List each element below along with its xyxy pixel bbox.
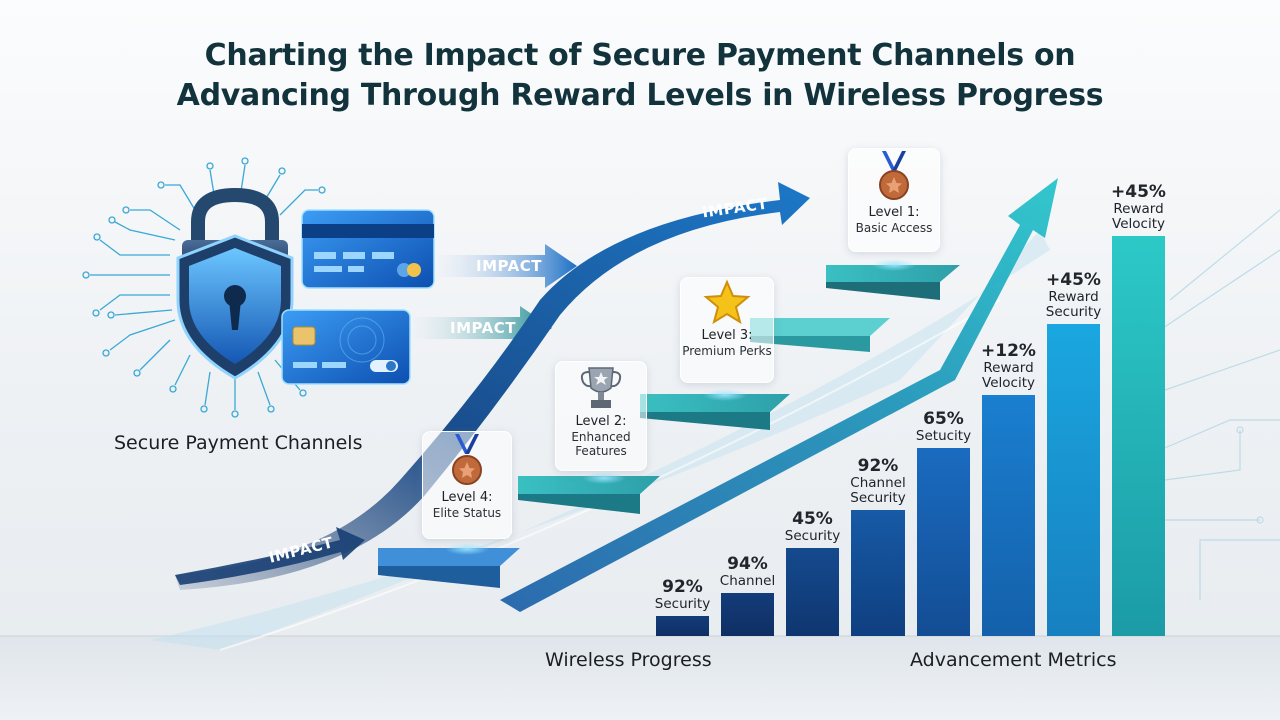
level-3-name: Level 3:	[701, 328, 753, 343]
circuit-lines-right	[1159, 209, 1280, 600]
bar-name: Channel	[719, 573, 776, 589]
stair-steps	[378, 265, 960, 588]
bar-name: Security	[654, 596, 711, 612]
metric-bar-5	[917, 448, 970, 636]
metric-bar-3	[786, 548, 839, 636]
impact-curve-arrow	[175, 182, 810, 590]
impact-arrow-1	[438, 244, 577, 288]
x-label-left: Wireless Progress	[545, 649, 712, 671]
bronze-medal-icon	[452, 434, 482, 485]
metric-bar-1	[656, 616, 709, 636]
impact-label-2: IMPACT	[450, 319, 516, 337]
bar-label-3: 45%Security	[773, 510, 853, 544]
bar-value: +45%	[1111, 182, 1166, 202]
bar-name: Security	[784, 528, 841, 544]
level-card-4: Level 4: Elite Status	[422, 431, 512, 539]
floor	[0, 636, 1280, 720]
padlock-shield-icon	[176, 187, 294, 380]
bar-name: Reward	[1048, 289, 1099, 305]
x-label-right: Advancement Metrics	[910, 649, 1117, 671]
bar-value: 94%	[727, 554, 768, 574]
level-1-desc: Basic Access	[855, 221, 933, 235]
impact-arrow-3	[175, 527, 365, 585]
bar-value: +45%	[1046, 270, 1101, 290]
metric-bar-8	[1112, 236, 1165, 636]
bar-value: +12%	[981, 341, 1036, 361]
bar-name-line2: Velocity	[982, 375, 1035, 391]
impact-label-1: IMPACT	[476, 257, 542, 275]
trophy-icon	[580, 367, 622, 408]
level-2-desc-line1: Enhanced	[571, 430, 631, 444]
title-line-1: Charting the Impact of Secure Payment Ch…	[204, 38, 1076, 73]
bar-label-2: 94%Channel	[708, 555, 788, 589]
bar-name: Reward	[1113, 201, 1164, 217]
metric-bar-2	[721, 593, 774, 636]
chip-card-icon	[281, 309, 411, 385]
level-card-1: Level 1: Basic Access	[848, 148, 940, 252]
bar-value: 65%	[923, 409, 964, 429]
level-2-desc-line2: Features	[575, 444, 627, 458]
bronze-medal-icon	[879, 151, 909, 200]
credit-card-icon	[301, 209, 435, 289]
level-3-desc: Premium Perks	[682, 344, 772, 358]
bar-value: 45%	[792, 509, 833, 529]
bar-name-line2: Security	[850, 490, 906, 506]
bar-value: 92%	[662, 577, 703, 597]
bar-name-line2: Security	[1045, 304, 1102, 320]
level-card-2: Level 2: Enhanced Features	[555, 361, 647, 471]
metric-bar-7	[1047, 324, 1100, 636]
level-card-3: Level 3: Premium Perks	[680, 277, 774, 383]
bar-label-1: 92%Security	[643, 578, 723, 612]
bar-label-5: 65%Setucity	[904, 410, 984, 444]
bar-value: 92%	[857, 456, 899, 476]
level-1-name: Level 1:	[868, 205, 920, 220]
metric-bar-4	[851, 510, 905, 636]
metric-bar-6	[982, 395, 1035, 636]
bar-name-line2: Velocity	[1112, 216, 1165, 232]
level-4-name: Level 4:	[441, 490, 493, 505]
security-caption: Secure Payment Channels	[114, 432, 363, 454]
bar-name: Setucity	[915, 428, 972, 444]
star-icon	[703, 279, 751, 325]
level-2-name: Level 2:	[575, 414, 627, 429]
bar-name: Channel	[850, 475, 906, 491]
level-4-desc: Elite Status	[432, 506, 502, 520]
bar-name: Reward	[983, 360, 1034, 376]
metrics-bars	[656, 236, 1165, 636]
title-line-2: Advancing Through Reward Levels in Wirel…	[176, 78, 1104, 113]
